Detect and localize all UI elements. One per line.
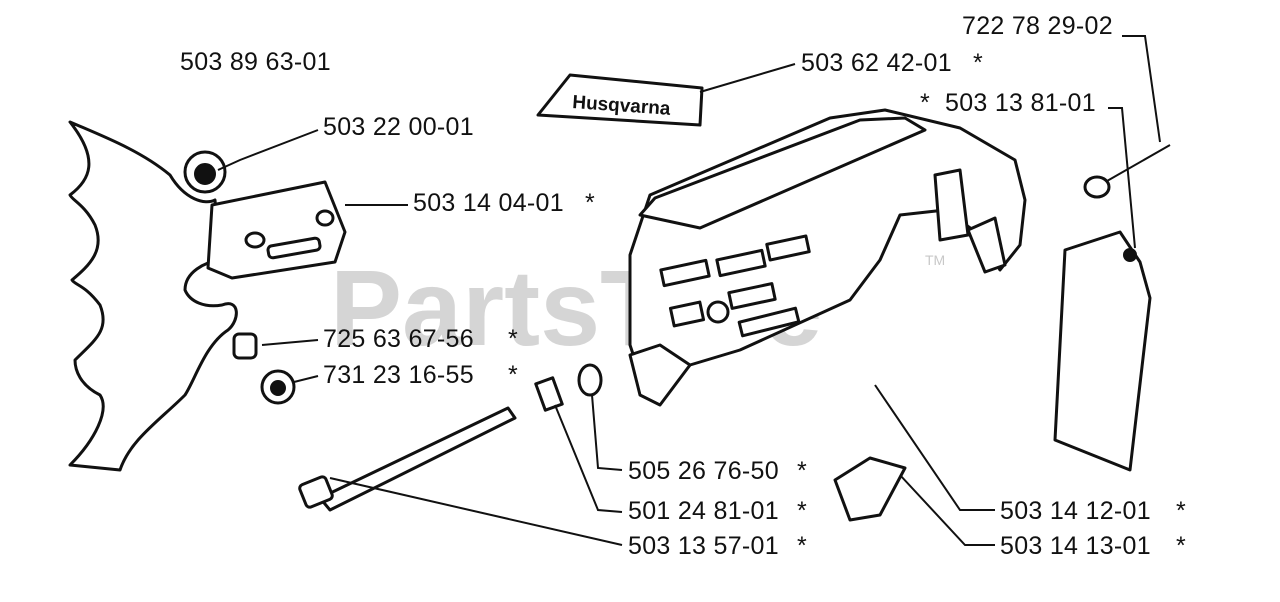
callout-label: 503 13 81-01 [945, 89, 1096, 117]
side-plate-part [1053, 230, 1152, 472]
callout-label: 505 26 76-50 [628, 457, 779, 485]
callout-label: 503 62 42-01 [801, 49, 952, 77]
cover-vent [659, 258, 711, 288]
callout-asterisk: * [1176, 532, 1186, 560]
nut-center [194, 163, 216, 185]
pin-part [577, 363, 603, 397]
tensioner-plate-part [534, 376, 564, 412]
callout-asterisk: * [585, 189, 595, 217]
plate-hole [315, 209, 335, 227]
callout-asterisk: * [508, 325, 518, 353]
screw-part [232, 332, 258, 360]
cover-hole [706, 300, 730, 324]
cover-vent [668, 300, 706, 328]
screw-head-part [1083, 175, 1111, 199]
tensioner-screw-head [298, 475, 334, 509]
callout-label: 722 78 29-02 [962, 12, 1113, 40]
side-plate-hole [1123, 248, 1137, 262]
plate-hole [244, 231, 266, 249]
callout-asterisk: * [920, 89, 930, 117]
callout-label: 725 63 67-56 [323, 325, 474, 353]
callout-asterisk: * [973, 49, 983, 77]
husqvarna-decal-part [536, 73, 704, 127]
callout-label: 503 22 00-01 [323, 113, 474, 141]
adjuster-plate-part [206, 180, 347, 280]
callout-asterisk: * [508, 361, 518, 389]
leader-lines [217, 35, 1161, 546]
callout-label: 503 14 04-01 [413, 189, 564, 217]
callout-asterisk: * [1176, 497, 1186, 525]
callout-asterisk: * [797, 457, 807, 485]
callout-asterisk: * [797, 532, 807, 560]
cover-inner-panel [933, 168, 970, 242]
guide-block-part [833, 456, 907, 522]
callout-label: 503 14 13-01 [1000, 532, 1151, 560]
plate-slot [266, 236, 322, 260]
screw-shaft [1099, 144, 1171, 186]
callout-label: 503 13 57-01 [628, 532, 779, 560]
tensioner-screw-part [318, 406, 517, 512]
cover-vent [715, 248, 767, 278]
callout-label: 503 89 63-01 [180, 48, 331, 76]
cover-vent [727, 282, 777, 310]
callout-asterisk: * [797, 497, 807, 525]
cover-top-ridge [638, 116, 927, 230]
callout-label: 501 24 81-01 [628, 497, 779, 525]
cover-foot [628, 343, 692, 407]
cover-slot [737, 306, 801, 338]
callout-label: 731 23 16-55 [323, 361, 474, 389]
cover-vent [765, 234, 811, 262]
watermark-trademark: TM [925, 252, 945, 268]
cover-inner-panel [966, 216, 1007, 274]
washer-nut-center [270, 380, 286, 396]
callout-label: 503 14 12-01 [1000, 497, 1151, 525]
